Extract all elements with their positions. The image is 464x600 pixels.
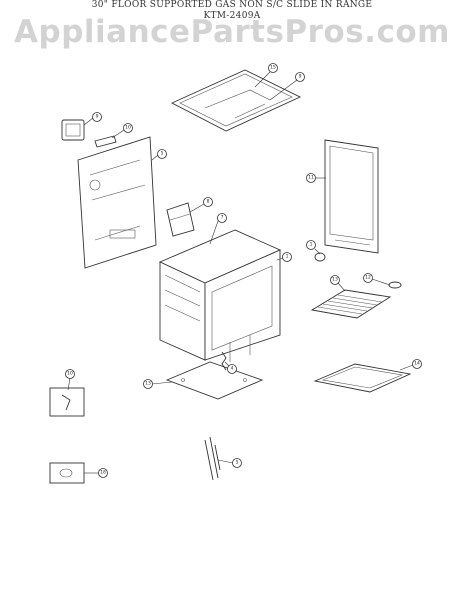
svg-text:10: 10 xyxy=(67,371,73,377)
svg-text:12: 12 xyxy=(365,275,371,281)
svg-text:13: 13 xyxy=(145,381,151,387)
svg-text:4: 4 xyxy=(231,366,234,372)
callout-10-switch: 10 xyxy=(65,369,75,391)
callout-1-knob: 1 xyxy=(306,240,321,255)
callout-9-top: 9 xyxy=(269,72,305,101)
svg-text:5: 5 xyxy=(161,151,164,157)
control-knob[interactable] xyxy=(314,252,326,262)
svg-text:13: 13 xyxy=(332,277,338,283)
control-knob-part[interactable] xyxy=(61,119,85,141)
callout-13-base: 13 xyxy=(143,379,173,389)
callout-1-body: 1 xyxy=(276,252,292,262)
svg-text:14: 14 xyxy=(414,361,420,367)
svg-text:7: 7 xyxy=(221,215,224,221)
callout-14: 14 xyxy=(399,359,422,371)
callout-7: 7 xyxy=(209,213,227,245)
back-panel[interactable] xyxy=(77,136,157,269)
svg-text:1: 1 xyxy=(310,242,313,248)
spring-part[interactable] xyxy=(221,351,227,371)
svg-text:11: 11 xyxy=(308,175,314,181)
callout-15: 15 xyxy=(254,63,278,88)
svg-text:10: 10 xyxy=(125,125,131,131)
burner-bracket[interactable] xyxy=(166,202,195,237)
callout-18: 18 xyxy=(84,468,108,478)
oven-door[interactable] xyxy=(324,139,379,254)
callout-5-back: 5 xyxy=(151,149,167,161)
diagram-title: 30" FLOOR SUPPORTED GAS NON S/C SLIDE IN… xyxy=(91,0,373,10)
svg-text:15: 15 xyxy=(270,65,276,71)
oven-body[interactable] xyxy=(158,229,282,362)
svg-text:5: 5 xyxy=(236,460,239,466)
callout-4: 4 xyxy=(224,361,237,374)
rack-clip[interactable] xyxy=(388,281,402,289)
igniter-switch[interactable] xyxy=(49,387,85,417)
svg-text:18: 18 xyxy=(100,470,106,476)
callout-10-label: 10 xyxy=(111,123,133,139)
callout-11-door: 11 xyxy=(306,173,326,183)
base-plate[interactable] xyxy=(165,361,264,400)
model-number: KTM-2409A xyxy=(203,11,261,21)
callout-12: 12 xyxy=(363,273,391,286)
svg-text:9: 9 xyxy=(96,114,99,120)
oven-rack[interactable] xyxy=(310,289,392,319)
cooktop-panel[interactable] xyxy=(170,69,302,132)
leg-bolt[interactable] xyxy=(204,436,221,481)
leg-leveler[interactable] xyxy=(49,462,85,484)
switch-label-part[interactable] xyxy=(94,135,117,148)
callout-5-bolt: 5 xyxy=(217,458,242,468)
svg-text:8: 8 xyxy=(207,199,210,205)
svg-text:9: 9 xyxy=(299,74,302,80)
svg-text:1: 1 xyxy=(286,254,289,260)
callout-8: 8 xyxy=(189,197,213,213)
callout-13-rack: 13 xyxy=(330,275,346,292)
callout-9-knob: 9 xyxy=(83,112,102,126)
broil-pan[interactable] xyxy=(313,363,412,393)
